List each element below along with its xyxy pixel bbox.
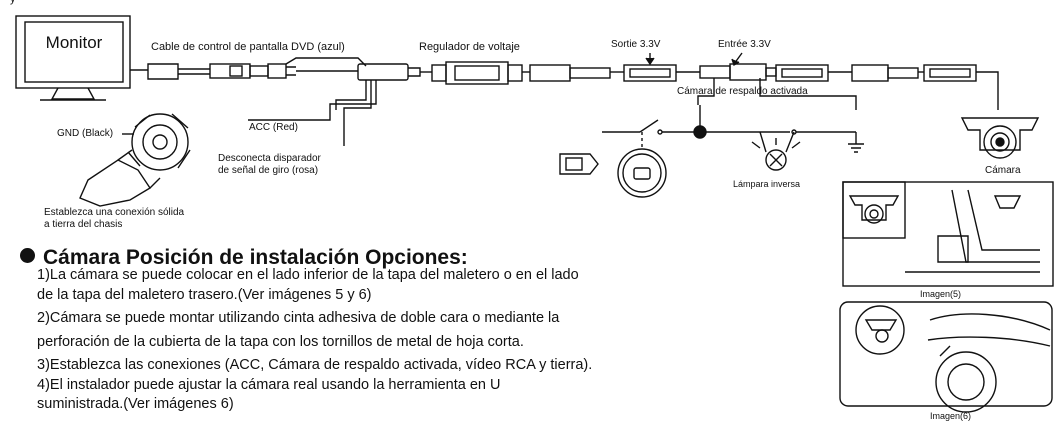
top-fragment: y [10,0,16,5]
reverse-lamp-icon [751,131,801,171]
camera-label: Cámara [985,165,1021,176]
option-line-6: 4)El instalador puede ajustar la cámara … [37,376,501,393]
entree-label: Entrée 3.3V [718,39,771,50]
option-line-1: 1)La cámara se puede colocar en el lado … [37,267,579,283]
cable-lead-line [285,57,367,67]
image6-illustration [839,301,1053,413]
reverse-trigger-wire [697,78,857,110]
option-line-7: suministrada.(Ver imágenes 6) [37,396,234,412]
gnd-label: GND (Black) [57,128,114,139]
image6-caption: Imagen(6) [930,411,972,421]
camera-icon [960,117,1040,159]
section-heading: Cámara Posición de instalación Opciones: [20,246,468,270]
option-line-4: perforación de la cubierta de la tapa co… [37,333,524,350]
sortie-label: Sortie 3.3V [611,39,661,50]
entree-arrow [731,52,743,67]
option-line-5: 3)Establezca las conexiones (ACC, Cámara… [37,357,593,373]
main-cable [130,63,432,81]
reverse-active-label: Cámara de respaldo activada [677,86,808,97]
cable-label: Cable de control de pantalla DVD (azul) [151,41,345,53]
section-heading-text: Cámara Posición de instalación Opciones: [43,246,468,269]
option-line-2: de la tapa del maletero trasero.(Ver imá… [37,286,372,303]
monitor-label: Monitor [45,33,103,52]
ground-note-2: a tierra del chasis [44,219,123,230]
reverse-lamp-label: Lámpara inversa [733,179,801,189]
sortie-arrow [645,53,655,66]
lead-wires [248,80,377,146]
gear-shift-icon [559,153,599,175]
monitor-icon [15,15,131,101]
steering-wheel-icon [617,132,667,198]
turn-signal-label-1: Desconecta disparador [218,153,321,164]
connector-chain [529,63,999,110]
acc-label: ACC (Red) [249,122,298,133]
bullet-icon [20,248,35,263]
options-list: 1)La cámara se puede colocar en el lado … [37,266,827,415]
image5-caption: Imagen(5) [920,289,962,299]
ground-connection-icon [79,113,191,207]
ground-note-1: Establezca una conexión sólida [44,207,185,218]
image5-illustration [842,181,1054,287]
option-line-3: 2)Cámara se puede montar utilizando cint… [37,310,560,326]
turn-signal-label-2: de señal de giro (rosa) [218,165,319,176]
voltage-regulator-icon [431,61,530,85]
bus-line [602,105,864,153]
regulator-label: Regulador de voltaje [419,41,520,53]
